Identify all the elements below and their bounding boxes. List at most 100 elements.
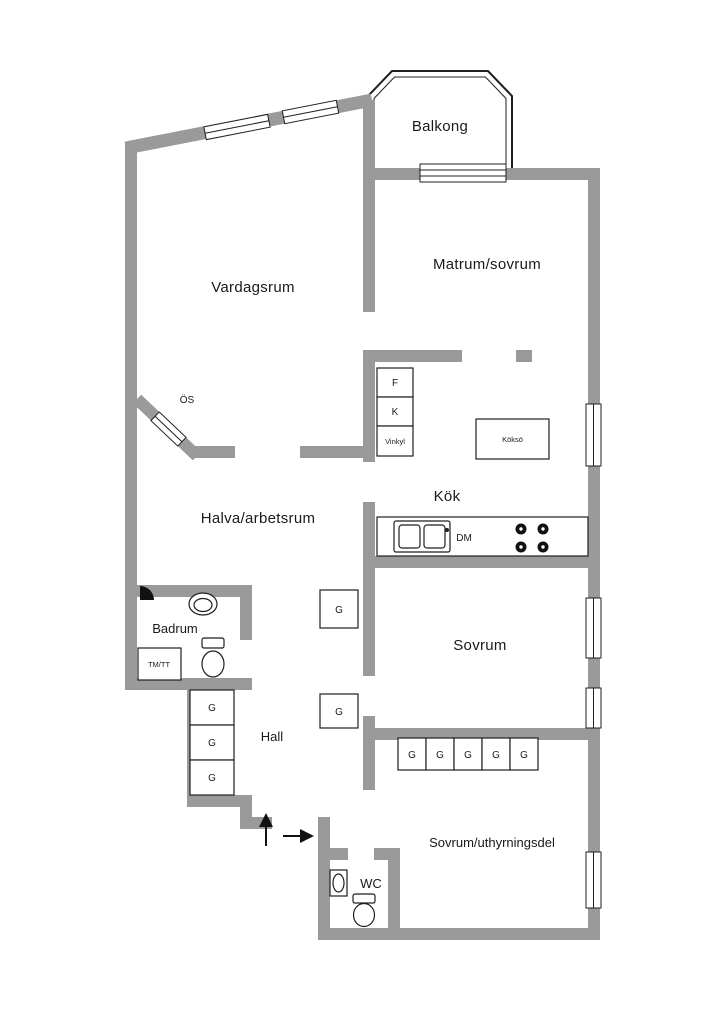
wardrobe-box xyxy=(319,693,359,729)
burner-center xyxy=(519,527,523,531)
entry-arrow-up-head xyxy=(259,813,273,827)
burner-center xyxy=(541,527,545,531)
sink-basin xyxy=(423,524,446,549)
wall-segment xyxy=(363,502,375,568)
window xyxy=(585,851,602,909)
toilet-tank xyxy=(201,637,225,649)
fireplace xyxy=(132,394,202,461)
faucet-icon xyxy=(445,528,449,532)
toilet-tank xyxy=(352,893,376,904)
freezer-label: K xyxy=(392,407,399,418)
balcony-door-window xyxy=(419,163,507,183)
fireplace-label: ÖS xyxy=(180,394,195,406)
wall-segment xyxy=(588,168,600,940)
sink-basin xyxy=(398,524,421,549)
wardrobe-box xyxy=(509,737,539,771)
wall-segment xyxy=(363,568,375,676)
wall-segment xyxy=(318,817,330,940)
wardrobe-label: G xyxy=(464,750,472,761)
wardrobe-label: G xyxy=(436,750,444,761)
fireplace-opening xyxy=(150,411,187,447)
wall-segment xyxy=(125,142,137,690)
wardrobe-box xyxy=(189,724,235,761)
window xyxy=(585,687,602,729)
window xyxy=(585,403,602,467)
bathroom-fixtures xyxy=(137,586,225,681)
wc-fixtures xyxy=(329,869,376,928)
wardrobes xyxy=(189,589,539,796)
wardrobe-label: G xyxy=(520,750,528,761)
fireplace-glass-line xyxy=(154,415,183,443)
wine-fridge-label: Vinkyl xyxy=(385,437,405,446)
wall-segment xyxy=(318,928,600,940)
laundry-label: TM/TT xyxy=(148,660,170,669)
wall-segment xyxy=(374,848,400,860)
window xyxy=(203,113,271,141)
wardrobe-label: G xyxy=(408,750,416,761)
kitchen-island-label: Köksö xyxy=(502,435,523,444)
kitchen-island-box xyxy=(475,418,550,460)
window-line xyxy=(283,106,338,118)
wardrobe-label: G xyxy=(208,703,216,714)
wall-segment xyxy=(300,446,363,458)
room-label-bedroom: Sovrum xyxy=(453,637,506,654)
wall-segment xyxy=(318,848,348,860)
toilet-icon xyxy=(201,650,225,678)
window-line xyxy=(205,120,269,134)
labels: Balkong Matrum/sovrum Vardagsrum ÖS Kök … xyxy=(148,118,555,891)
entry-arrows xyxy=(259,813,314,846)
dishwasher-label: DM xyxy=(456,533,472,544)
room-label-balcony: Balkong xyxy=(412,118,468,135)
wardrobe-label: G xyxy=(208,773,216,784)
wardrobe-box xyxy=(189,759,235,796)
wall-segment xyxy=(363,350,462,362)
windows xyxy=(203,99,602,909)
wall-segment xyxy=(363,350,375,462)
window-frame xyxy=(419,163,507,183)
room-label-bathroom: Badrum xyxy=(152,621,198,636)
fridge-label: F xyxy=(392,378,398,389)
interior-walls xyxy=(125,100,600,940)
wall-segment xyxy=(125,678,252,690)
room-label-living: Vardagsrum xyxy=(211,279,295,296)
wall-segment xyxy=(363,100,375,312)
bathroom-sink-basin xyxy=(193,597,213,613)
burner-center xyxy=(541,545,545,549)
toilet-icon xyxy=(352,902,376,928)
wine-fridge-box xyxy=(376,425,414,457)
room-label-dining-bedroom: Matrum/sovrum xyxy=(433,256,541,273)
wardrobe-label: G xyxy=(208,738,216,749)
wardrobe-label: G xyxy=(335,707,343,718)
door-swing-icon xyxy=(140,586,154,600)
wall-segment xyxy=(363,556,600,568)
wall-segment xyxy=(388,860,400,940)
room-label-workroom: Halva/arbetsrum xyxy=(201,510,316,527)
fridge-box xyxy=(376,367,414,398)
kitchen-fixtures xyxy=(376,367,589,557)
wardrobe-label: G xyxy=(335,605,343,616)
wall-segment xyxy=(363,740,375,790)
entry-arrow-right-head xyxy=(300,829,314,843)
burner-center xyxy=(519,545,523,549)
window xyxy=(585,597,602,659)
wall-segment xyxy=(363,728,588,740)
wc-sink-basin xyxy=(332,873,345,893)
room-label-rental-bedroom: Sovrum/uthyrningsdel xyxy=(429,835,555,850)
wall-segment xyxy=(240,585,252,640)
wardrobe-box xyxy=(481,737,511,771)
stove-icon xyxy=(515,523,549,553)
wardrobe-box xyxy=(319,589,359,629)
wall-segment xyxy=(187,795,252,807)
wall-segment xyxy=(516,350,532,362)
laundry-box xyxy=(137,647,182,681)
freezer-box xyxy=(376,396,414,427)
wardrobe-box xyxy=(189,689,235,726)
wall-segment xyxy=(190,446,235,458)
wall-segment xyxy=(125,585,252,597)
window xyxy=(281,99,340,125)
room-label-kitchen: Kök xyxy=(434,488,461,505)
room-label-hall: Hall xyxy=(261,729,284,744)
wardrobe-label: G xyxy=(492,750,500,761)
